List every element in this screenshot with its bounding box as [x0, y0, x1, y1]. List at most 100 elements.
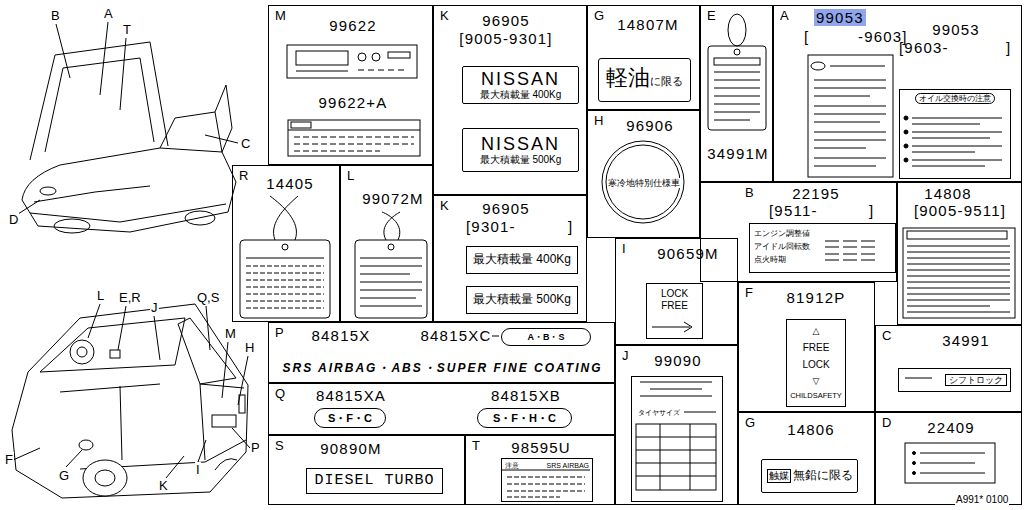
- label-sticker: LOCKFREE: [646, 283, 703, 339]
- parts-panel: K96905[9005-9301]NISSAN最大積載量 400KgNISSAN…: [433, 5, 587, 195]
- leader-line: [100, 22, 108, 95]
- oil-label-lines: [904, 116, 908, 120]
- badge-joint-line: [492, 336, 499, 337]
- callout-letter: G: [58, 468, 70, 483]
- car-front-illustration: [22, 148, 236, 232]
- label-text: 最大積載量 400Kg: [473, 253, 571, 267]
- engine-label-dashes: [825, 241, 875, 247]
- panel-letter: S: [275, 439, 284, 454]
- panel-letter: G: [594, 9, 604, 24]
- badge-text: S・F・C: [328, 412, 372, 425]
- label-text: DIESEL TURBO: [314, 472, 434, 489]
- key-tag-illustration: [282, 244, 288, 250]
- leader-line: [118, 306, 126, 350]
- label-text: アイドル回転数: [754, 240, 810, 253]
- part-number: 14808: [924, 185, 972, 202]
- parts-panel: P84815X84815XCSRS AIRBAG・ABS・SUPER FINE …: [268, 322, 615, 383]
- oil-label-lines: [904, 116, 1002, 166]
- label-sticker: 最大積載量 500Kg: [466, 286, 578, 314]
- label-text: 触媒: [767, 469, 791, 483]
- part-number: [: [804, 28, 809, 45]
- callout-letter: T: [122, 22, 132, 37]
- badge-joint-line: [492, 336, 499, 337]
- label-sticker: エンジン調整値アイドル回転数点火時期: [749, 223, 896, 273]
- leader-line: [205, 135, 238, 143]
- parts-panel: F81912P△FREELOCK▽CHILDSAFETY: [738, 282, 875, 412]
- callout-letter: M: [224, 326, 237, 341]
- radio-illustration: [372, 53, 380, 61]
- lock-tag-illustration: [382, 212, 400, 240]
- part-number: 98595U: [511, 439, 571, 456]
- key-tag-illustration: [246, 266, 324, 308]
- car-rear-illustration: [79, 440, 93, 450]
- leader-line: [232, 428, 250, 448]
- label-text: ▽: [813, 376, 820, 386]
- panel-letter: L: [347, 169, 354, 184]
- key-tag-illustration: [270, 196, 298, 240]
- label-sticker: タイヤサイズ: [631, 376, 723, 502]
- label-sticker: SRS AIRBAG・ABS・SUPER FINE COATING: [273, 359, 612, 379]
- dot-label-illustration: [905, 443, 995, 483]
- arrow-symbol: [652, 322, 692, 332]
- car-front-illustration: [22, 42, 236, 233]
- leader-line: [13, 448, 40, 460]
- oil-label-lines: [912, 118, 1002, 166]
- leader-line: [238, 356, 248, 405]
- label-text: 無鉛に限る: [793, 469, 853, 483]
- shift-label-line: [905, 378, 932, 379]
- panel-letter: D: [882, 416, 891, 431]
- part-number: 99090: [654, 352, 702, 369]
- label-sticker: 寒冷地特別仕様車: [602, 141, 686, 225]
- caution-label-illustration: [294, 137, 414, 151]
- panel-letter: F: [745, 286, 753, 301]
- leader-line: [56, 24, 70, 78]
- car-rear-illustration: [40, 318, 185, 372]
- panel-letter: H: [594, 114, 603, 129]
- radio-illustration: [388, 52, 410, 58]
- label-sticker: 触媒無鉛に限る: [761, 459, 858, 493]
- tire-label-lines: [640, 382, 712, 396]
- part-number: 99072M: [362, 190, 423, 207]
- parts-panel: K96905[9301-]最大積載量 400Kg最大積載量 500Kg: [433, 195, 587, 322]
- label-sticker: DIESEL TURBO: [306, 468, 443, 494]
- tag-illustration: [708, 14, 766, 130]
- part-number: 90659M: [657, 245, 718, 262]
- tag-illustration: [714, 58, 760, 65]
- parts-panel: A99053[-9603]99053[9603-]オイル交換時の注意: [773, 5, 1022, 182]
- parts-panel: I90659MLOCKFREE: [615, 238, 738, 345]
- label-sticker: NISSAN最大積載量 500Kg: [462, 128, 579, 172]
- label-sticker: 軽油に限る: [598, 58, 691, 102]
- leader-line: [198, 440, 206, 462]
- airbag-label-lines: [507, 477, 585, 497]
- panel-letter: A: [780, 9, 789, 24]
- label-text: 注意: [505, 461, 519, 470]
- part-number: 90890M: [320, 440, 381, 457]
- brand-text: NISSAN: [481, 70, 560, 89]
- drawing-code: A991* 0100: [955, 494, 1009, 506]
- illustration-layer: [12, 14, 1015, 498]
- label-text: LOCK: [802, 359, 829, 371]
- lock-tag-illustration: [355, 240, 427, 318]
- dot-label-illustration: [913, 462, 916, 465]
- parts-panel: D22409: [875, 412, 1022, 505]
- callout-letter: B: [50, 8, 61, 23]
- caution-label-illustration: [288, 130, 420, 131]
- manual-illustration: [808, 55, 893, 177]
- tag-illustration: [734, 49, 740, 55]
- label-text: 最大積載量 400Kg: [480, 89, 562, 101]
- oil-label-lines: [904, 158, 908, 162]
- dot-label-illustration: [913, 452, 916, 455]
- part-number: [9005-9301]: [459, 30, 552, 47]
- parts-panel: B22195[9511-]エンジン調整値アイドル回転数点火時期: [700, 182, 897, 282]
- dot-label-illustration: [920, 453, 985, 473]
- panel-letter: R: [239, 169, 248, 184]
- panel-letter: K: [440, 9, 449, 24]
- radio-illustration: [287, 45, 417, 78]
- oil-label-lines: [904, 130, 908, 134]
- leader-line: [166, 456, 184, 478]
- part-number: 14806: [787, 421, 835, 438]
- parts-panel: H96906寒冷地特別仕様車: [587, 110, 700, 238]
- callout-letter: K: [158, 478, 169, 493]
- label-text: 最大積載量 500Kg: [473, 293, 571, 307]
